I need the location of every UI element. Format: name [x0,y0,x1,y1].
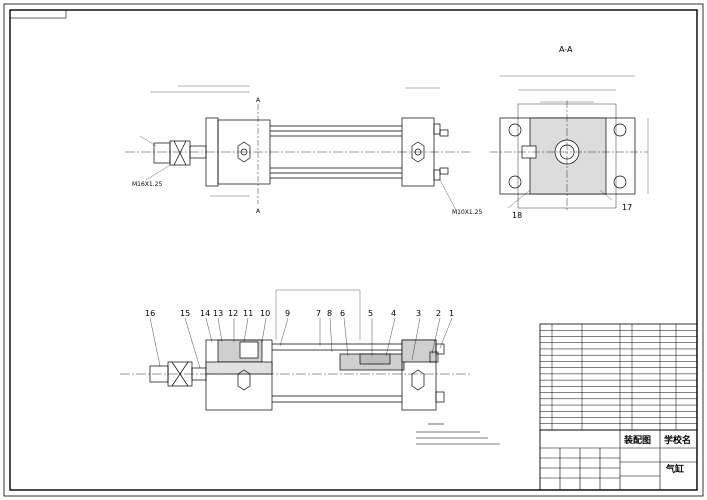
part-callout-8: 8 [327,309,332,318]
front-view-top [125,85,470,211]
cut-marker-top: A [256,97,261,104]
part-callout-4: 4 [391,309,396,318]
part-callout-10: 10 [260,309,270,318]
section-view-aa [490,75,649,210]
part-callout-6: 6 [340,309,345,318]
thread-callout-left: M16X1.25 [132,181,162,188]
technical-notes [416,423,500,445]
part-callout-1: 1 [449,309,454,318]
callout-18: 18 [512,211,522,220]
inner-frame [9,9,698,491]
title-block [539,429,698,491]
drawing-name: 装配图 [623,434,651,446]
part-callout-13: 13 [213,309,223,318]
part-callout-15: 15 [180,309,190,318]
cut-marker-bottom: A [256,208,261,215]
part-callout-2: 2 [436,309,441,318]
part-callout-3: 3 [416,309,421,318]
callout-leaders [149,317,453,369]
bill-of-materials-table [539,323,698,431]
part-callout-14: 14 [200,309,210,318]
part-callout-7: 7 [316,309,321,318]
part-callout-16: 16 [145,309,155,318]
part-callout-5: 5 [368,309,373,318]
assembly-section-view [120,289,470,411]
part-name: 气缸 [665,463,684,475]
part-callouts: 16 15 14 13 12 11 10 9 7 8 6 5 4 3 2 1 [145,309,454,318]
thread-callout-right: M10X1.25 [452,209,482,216]
outer-border [3,3,704,497]
part-callout-12: 12 [228,309,238,318]
part-callout-11: 11 [243,309,253,318]
callout-17: 17 [622,203,632,212]
school-name: 学校名 [664,434,691,446]
corner-tab [9,9,67,19]
section-label: A-A [559,45,573,54]
part-callout-9: 9 [285,309,290,318]
